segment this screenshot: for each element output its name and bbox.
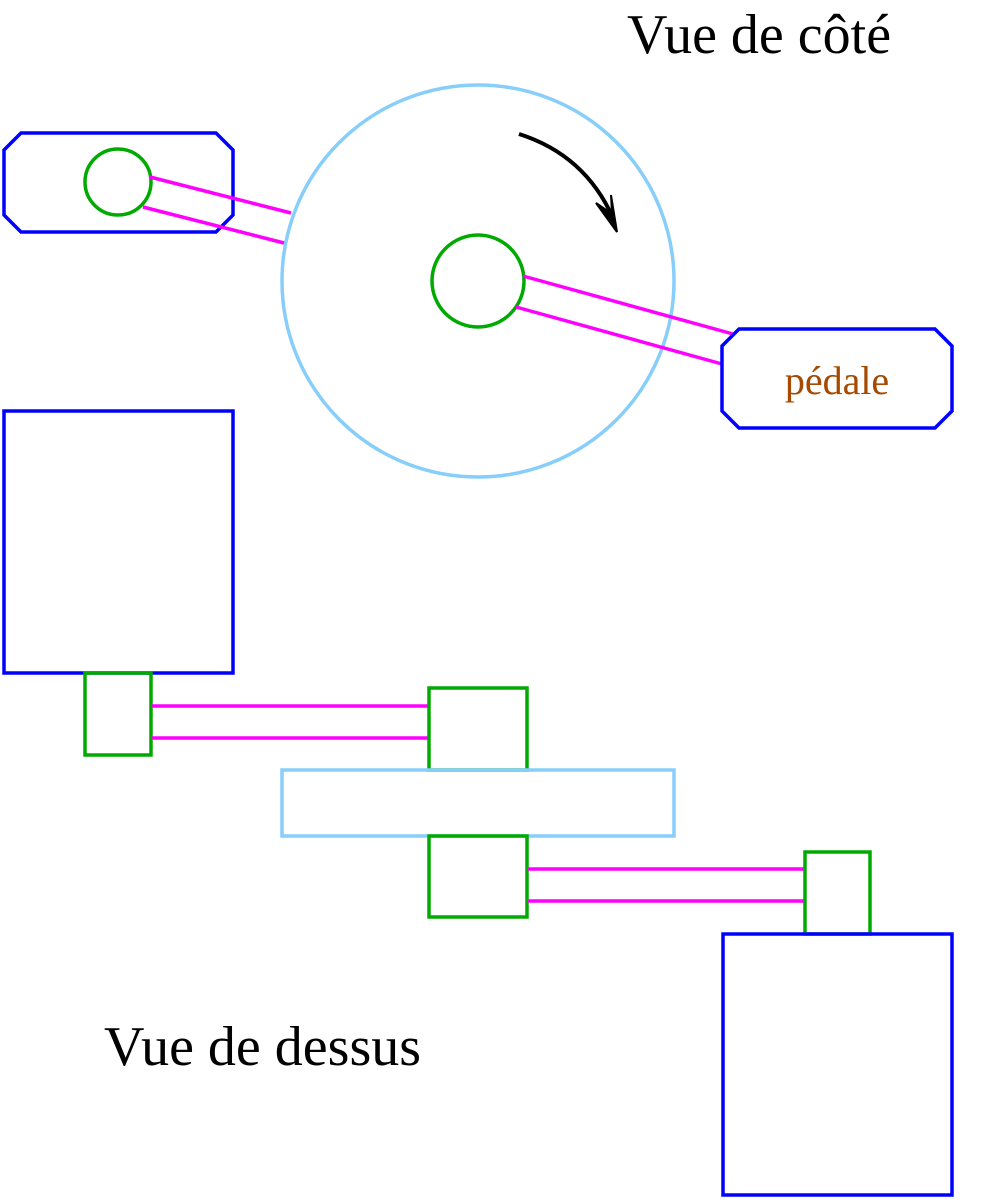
arrowhead-icon xyxy=(595,194,618,233)
left-pedal-axle-top xyxy=(83,671,153,757)
left-pedal xyxy=(2,131,235,234)
center-axle xyxy=(430,233,526,329)
left-crank-edge-top xyxy=(149,175,292,215)
right-pedal xyxy=(720,327,954,430)
left-pedal-axle xyxy=(83,147,153,217)
rotation-arrow-icon xyxy=(518,132,615,219)
side-view: pédale xyxy=(2,83,954,479)
right-crank-edge-top xyxy=(522,274,734,336)
left-pedal-top xyxy=(2,409,235,675)
right-pedal-top xyxy=(721,932,954,1197)
right-crank-edge-bottom xyxy=(515,305,723,366)
side-view-title: Vue de côté xyxy=(627,4,891,66)
right-pedal-axle-top xyxy=(803,850,872,936)
chainring-top xyxy=(280,768,676,838)
left-crank-edge-bottom xyxy=(142,205,285,245)
center-axle-upper xyxy=(427,686,529,772)
pedal-label: pédale xyxy=(785,358,889,403)
top-view-title: Vue de dessus xyxy=(104,1016,421,1078)
center-axle-lower xyxy=(427,834,529,919)
top-view xyxy=(2,409,954,1197)
chainring-wheel xyxy=(280,83,676,479)
